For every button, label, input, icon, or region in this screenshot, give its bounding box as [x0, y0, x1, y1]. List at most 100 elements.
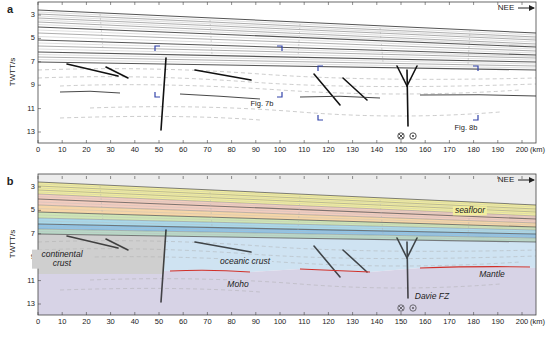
tick — [280, 312, 281, 315]
tick — [110, 2, 111, 5]
tick — [497, 140, 498, 143]
tick-label: 70 — [203, 318, 211, 326]
tick-label: 170 — [443, 318, 456, 326]
tick-label: 90 — [252, 318, 260, 326]
tick-label: 40 — [131, 318, 139, 326]
tick — [328, 2, 329, 5]
tick — [134, 312, 135, 315]
tick-label: 0 — [36, 318, 40, 326]
tick — [425, 2, 426, 5]
tick — [38, 304, 41, 305]
direction-arrows — [518, 8, 534, 180]
tick — [38, 280, 41, 281]
tick — [207, 176, 208, 179]
tick-label: 120 — [322, 146, 335, 154]
tick — [110, 176, 111, 179]
tick — [134, 140, 135, 143]
tick — [38, 132, 41, 133]
tick — [352, 140, 353, 143]
tick — [38, 233, 41, 234]
direction-label: NEE — [498, 4, 514, 13]
tick-label: 200 — [516, 146, 529, 154]
tick — [183, 312, 184, 315]
tick-label: 110 — [298, 146, 310, 154]
tick — [401, 2, 402, 5]
tick-label: 13 — [27, 128, 35, 136]
tick — [449, 140, 450, 143]
region-label: seafloor — [453, 206, 487, 215]
tick-label: 7 — [31, 230, 35, 238]
tick — [425, 140, 426, 143]
axis-ticks — [38, 2, 522, 315]
tick-label: 10 — [58, 318, 66, 326]
tick — [376, 2, 377, 5]
tick — [352, 312, 353, 315]
tick — [255, 176, 256, 179]
tick-label: 100 — [274, 318, 287, 326]
tick-label: 5 — [31, 206, 35, 214]
tick — [497, 312, 498, 315]
axis-title: TWTT/s — [9, 230, 18, 258]
tick — [522, 176, 523, 179]
tick — [110, 140, 111, 143]
tick-label: 150 — [395, 146, 408, 154]
tick — [86, 176, 87, 179]
tick — [304, 176, 305, 179]
tick — [62, 140, 63, 143]
tick — [183, 140, 184, 143]
tick-label: 60 — [179, 318, 187, 326]
tick — [255, 2, 256, 5]
tick-label: 160 — [419, 318, 432, 326]
tick — [38, 15, 41, 16]
tick-label: 3 — [31, 11, 35, 19]
tick — [38, 312, 39, 315]
tick — [425, 312, 426, 315]
tick — [38, 140, 39, 143]
tick — [86, 140, 87, 143]
tick-label: 3 — [31, 183, 35, 191]
tick — [376, 140, 377, 143]
tick-label: 11 — [27, 276, 35, 284]
tick-label: 20 — [82, 146, 90, 154]
tick-label: 120 — [322, 318, 335, 326]
tick — [183, 176, 184, 179]
tick — [38, 187, 41, 188]
tick — [304, 140, 305, 143]
region-label: continental crust — [32, 250, 92, 269]
tick — [425, 176, 426, 179]
region-label: Mantle — [477, 270, 507, 279]
tick — [159, 2, 160, 5]
tick-label: 50 — [155, 146, 163, 154]
tick — [522, 312, 523, 315]
tick-label: 20 — [82, 318, 90, 326]
tick — [473, 2, 474, 5]
tick — [401, 312, 402, 315]
moho-b — [170, 267, 530, 272]
panel-letter: b — [7, 175, 14, 187]
tick-label: 9 — [31, 81, 35, 89]
tick — [328, 312, 329, 315]
tick — [207, 2, 208, 5]
axis-unit: (km) — [530, 146, 545, 154]
tick-label: 160 — [419, 146, 432, 154]
tick — [38, 176, 39, 179]
tick-label: 170 — [443, 146, 456, 154]
tick-label: 80 — [227, 146, 235, 154]
tick-label: 90 — [252, 146, 260, 154]
tick — [62, 2, 63, 5]
tick-label: 200 — [516, 318, 529, 326]
region-label: oceanic crust — [218, 257, 272, 266]
tick — [110, 312, 111, 315]
tick-label: 140 — [371, 146, 384, 154]
tick — [86, 312, 87, 315]
tick — [207, 140, 208, 143]
tick — [280, 2, 281, 5]
tick — [280, 140, 281, 143]
tick-label: 60 — [179, 146, 187, 154]
tick — [255, 312, 256, 315]
tick-label: 7 — [31, 58, 35, 66]
tick-label: 190 — [492, 318, 505, 326]
tick — [86, 2, 87, 5]
tick — [231, 2, 232, 5]
tick — [62, 312, 63, 315]
